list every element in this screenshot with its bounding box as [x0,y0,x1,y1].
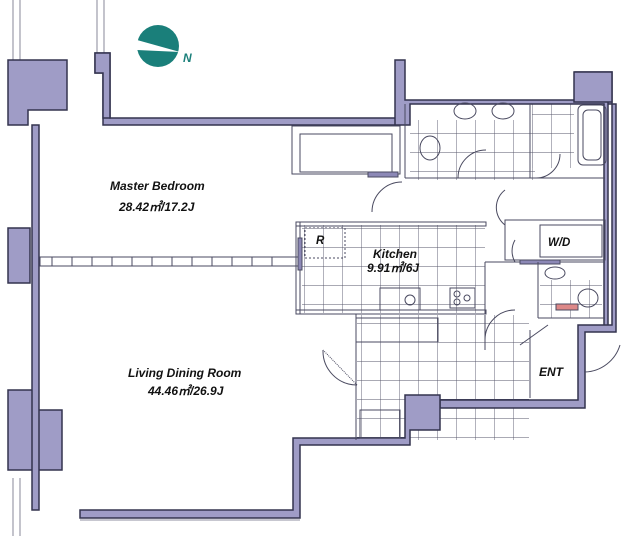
washroom-floor [410,120,535,180]
hallway-floor [357,315,529,440]
kitchen-floor [302,225,485,313]
fridge-label: R [316,235,325,247]
washbasin-left [453,102,477,120]
toilet-2 [577,288,599,308]
master-bedroom-area: 28.42㎡/17.2J [118,200,195,214]
living-name: Living Dining Room [128,366,242,380]
toilet-1 [419,135,441,161]
entrance-label: ENT [539,365,565,379]
toilet-floor [540,280,602,318]
toilet-shelf [555,303,579,311]
living-area: 44.46㎡/26.9J [147,384,224,398]
kitchen-area: 9.91㎡/6J [367,261,419,275]
tiled-floors [302,103,602,440]
shower-floor [532,103,574,168]
washbasin-right [491,102,515,120]
north-compass-icon: N [137,25,192,67]
toilet-sink [544,266,566,280]
master-bedroom-name: Master Bedroom [110,179,205,193]
bathtub [577,104,607,166]
balcony-rails [12,0,300,536]
north-label: N [183,51,192,65]
fridge-space [304,227,346,259]
kitchen-name: Kitchen [373,247,417,261]
cooktop [449,287,476,309]
interior-walls [39,104,606,440]
walls [7,52,617,519]
fixtures [304,102,621,386]
laundry-label: W/D [548,237,570,249]
kitchen-sink [379,287,421,311]
